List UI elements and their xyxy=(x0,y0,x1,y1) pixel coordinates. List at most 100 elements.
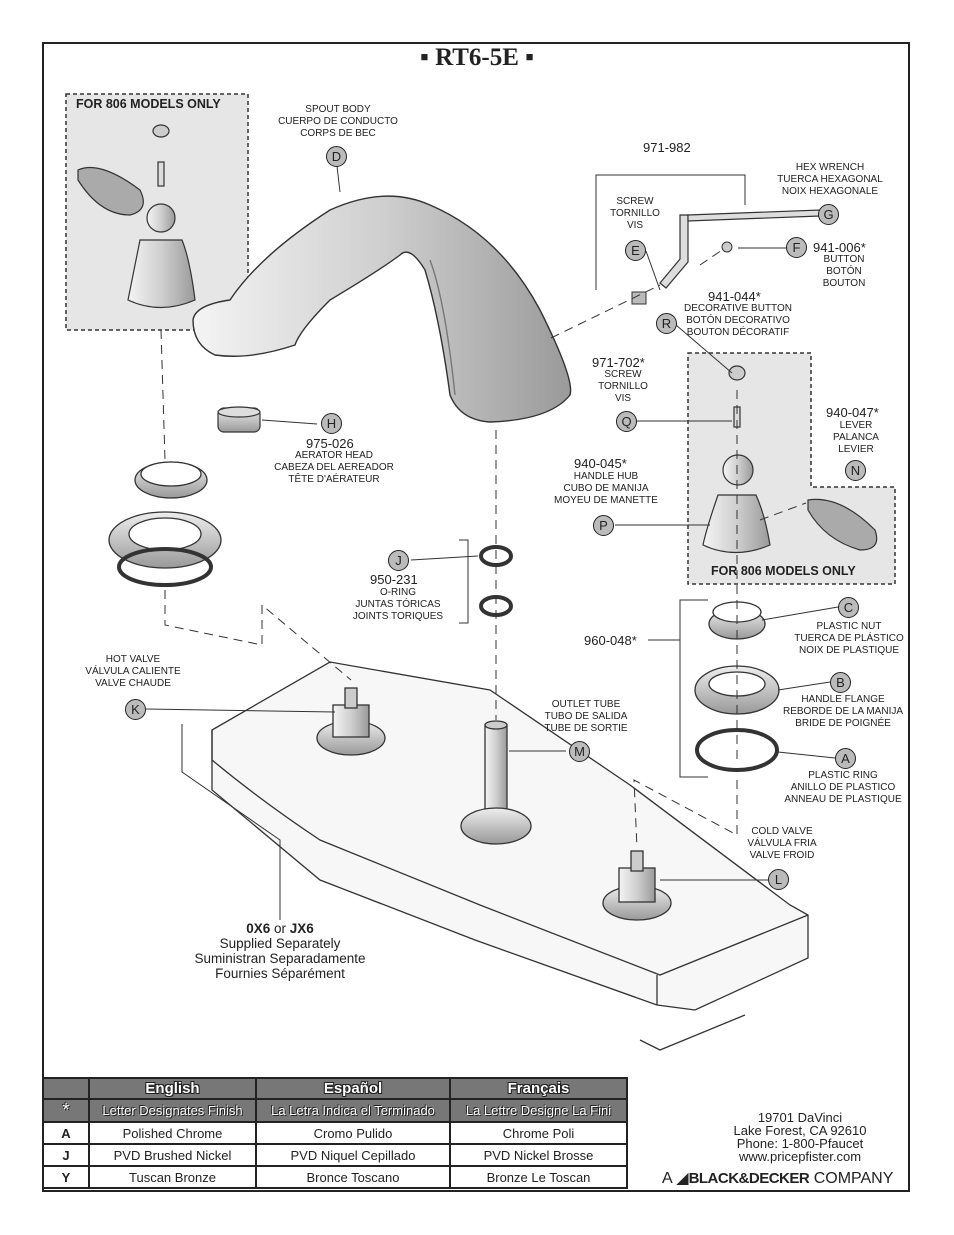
box-806-title-left: FOR 806 MODELS ONLY xyxy=(76,97,221,111)
address-phone: Phone: 1-800-Pfaucet xyxy=(736,1136,864,1151)
address-city: Lake Forest, CA 92610 xyxy=(733,1123,867,1138)
callout-f: F xyxy=(786,237,807,258)
supplied-separately-note: 0X6 or JX6 Supplied Separately Suministr… xyxy=(160,921,400,981)
model-or: or xyxy=(273,921,286,936)
part-h-number: 975-026 xyxy=(306,436,354,451)
callout-g: G xyxy=(818,204,839,225)
finish-fr: Chrome Poli xyxy=(449,1121,628,1145)
star-es: La Letra Indica el Terminado xyxy=(255,1098,451,1123)
leader-lines xyxy=(145,165,839,920)
finish-table-header: English Español Français xyxy=(42,1077,628,1100)
supplied-line-fr: Fournies Séparément xyxy=(215,966,345,981)
header-blank xyxy=(42,1077,90,1100)
star-en: Letter Designates Finish xyxy=(88,1098,257,1123)
part-n-number: 940-047* xyxy=(826,405,879,420)
model-0x6: 0X6 xyxy=(246,921,271,936)
callout-e: E xyxy=(625,240,646,261)
callout-m: M xyxy=(569,741,590,762)
callout-p: P xyxy=(593,515,614,536)
finish-code: Y xyxy=(42,1165,90,1189)
finish-en: PVD Brushed Nickel xyxy=(88,1143,257,1167)
finish-star-row: * Letter Designates Finish La Letra Indi… xyxy=(42,1098,628,1123)
finish-fr: PVD Nickel Brosse xyxy=(449,1143,628,1167)
right-flange-stack xyxy=(694,601,780,772)
left-flange-stack xyxy=(108,461,222,587)
callout-l: L xyxy=(768,869,789,890)
hot-valve-shape xyxy=(316,687,386,756)
callout-d: D xyxy=(326,146,347,167)
company-line: A ◢BLACK&DECKER COMPANY xyxy=(662,1168,893,1188)
address-website: www.pricepfister.com xyxy=(738,1149,862,1164)
part-j-number: 950-231 xyxy=(370,572,418,587)
black-decker-logo-icon: ◢ xyxy=(676,1170,689,1187)
left-handle-806-shape xyxy=(77,124,196,309)
page-frame xyxy=(42,42,910,1192)
callout-a: A xyxy=(835,748,856,769)
finish-es: PVD Niquel Cepillado xyxy=(255,1143,451,1167)
dashed-guide-lines xyxy=(160,249,807,849)
company-address: 19701 DaVinci Lake Forest, CA 92610 Phon… xyxy=(700,1111,900,1163)
spout-body-shape xyxy=(192,195,572,423)
finish-en: Polished Chrome xyxy=(88,1121,257,1145)
table-row: Y Tuscan Bronze Bronce Toscano Bronze Le… xyxy=(42,1165,628,1189)
company-prefix: A xyxy=(662,1170,672,1187)
supplied-line-en: Supplied Separately xyxy=(219,936,341,951)
callout-r: R xyxy=(656,313,677,334)
finish-code: J xyxy=(42,1143,90,1167)
star-cell: * xyxy=(42,1098,90,1123)
callout-c: C xyxy=(838,597,859,618)
model-jx6: JX6 xyxy=(289,921,314,936)
part-r-number: 941-044* xyxy=(708,289,761,304)
finish-fr: Bronze Le Toscan xyxy=(449,1165,628,1189)
callout-h: H xyxy=(321,413,342,434)
button-f-shape xyxy=(721,241,733,253)
deck-plate xyxy=(211,661,809,1051)
screw-e-shape xyxy=(631,291,647,305)
address-street: 19701 DaVinci xyxy=(757,1110,843,1125)
cold-valve-shape xyxy=(602,850,672,921)
table-row: A Polished Chrome Cromo Pulido Chrome Po… xyxy=(42,1121,628,1145)
header-english: English xyxy=(88,1077,257,1100)
group-971-982-number: 971-982 xyxy=(643,140,691,155)
header-francais: Français xyxy=(449,1077,628,1100)
part-f-number: 941-006* xyxy=(813,240,866,255)
callout-n: N xyxy=(845,460,866,481)
right-handle-shape xyxy=(702,365,878,554)
callout-q: Q xyxy=(616,411,637,432)
finish-table: English Español Français * Letter Design… xyxy=(42,1077,628,1189)
aerator-shape xyxy=(217,406,261,433)
outlet-tube-shape xyxy=(460,720,532,845)
callout-j: J xyxy=(388,550,409,571)
finish-es: Cromo Pulido xyxy=(255,1121,451,1145)
star-fr: La Lettre Designe La Fini xyxy=(449,1098,628,1123)
part-q-number: 971-702* xyxy=(592,355,645,370)
part-p-number: 940-045* xyxy=(574,456,627,471)
finish-code: A xyxy=(42,1121,90,1145)
table-row: J PVD Brushed Nickel PVD Niquel Cepillad… xyxy=(42,1143,628,1167)
box-806-title-right: FOR 806 MODELS ONLY xyxy=(711,564,856,578)
header-espanol: Español xyxy=(255,1077,451,1100)
model-title: ▪ RT6-5E ▪ xyxy=(419,44,535,71)
group-960-048-number: 960-048* xyxy=(584,633,637,648)
company-brand: BLACK&DECKER xyxy=(688,1170,810,1187)
supplied-line-es: Suministran Separadamente xyxy=(194,951,366,966)
finish-es: Bronce Toscano xyxy=(255,1165,451,1189)
callout-b: B xyxy=(830,672,851,693)
